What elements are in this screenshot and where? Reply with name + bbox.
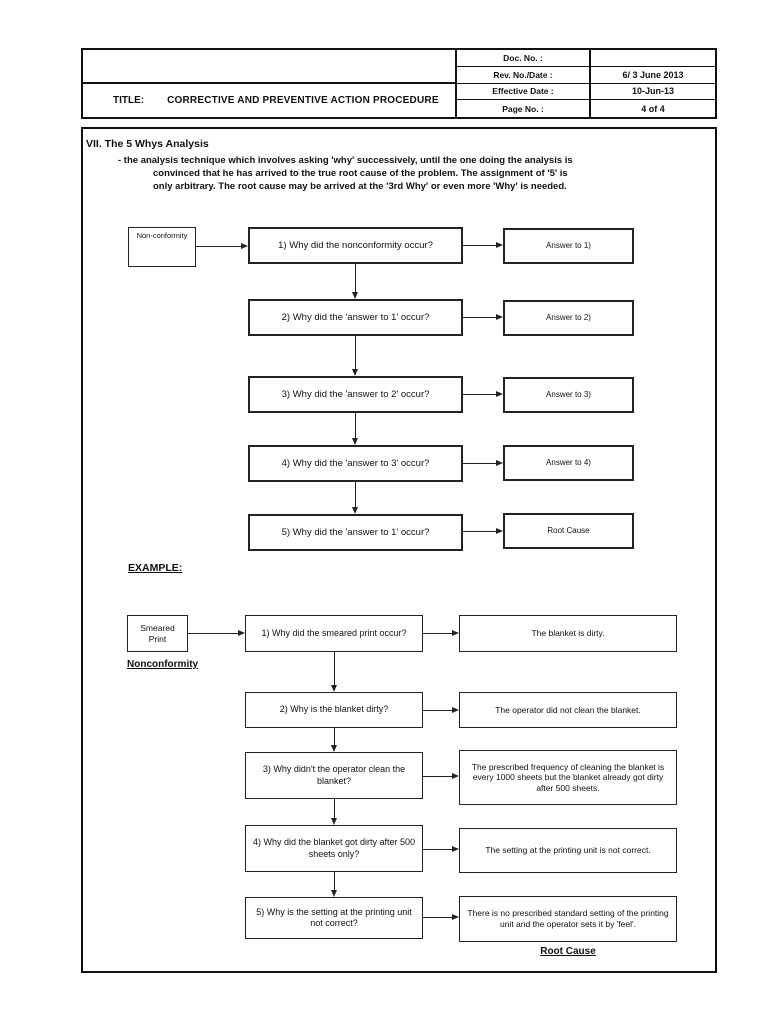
arrow-q3-to-a3 xyxy=(463,391,503,397)
arrow-q1-to-q2 xyxy=(352,264,358,299)
page-no-value: 4 of 4 xyxy=(641,103,665,114)
example-question-box-3: 3) Why didn't the operator clean the bla… xyxy=(245,752,423,799)
arrow-example-q1-to-q2 xyxy=(331,652,337,692)
answer-box-4: Answer to 4) xyxy=(503,445,634,481)
why-question-box-5: 5) Why did the 'answer to 1' occur? xyxy=(248,514,463,551)
root-cause-box: Root Cause xyxy=(503,513,634,549)
arrow-example-q1-to-a1 xyxy=(423,630,459,636)
header-empty-cell xyxy=(83,50,457,84)
effective-date-label: Effective Date : xyxy=(457,83,591,101)
example-question-box-4: 4) Why did the blanket got dirty after 5… xyxy=(245,825,423,872)
why-question-box-4: 4) Why did the 'answer to 3' occur? xyxy=(248,445,463,482)
nonconformity-source-box: Non-conformity xyxy=(128,227,196,267)
title-label: TITLE: xyxy=(113,94,145,106)
arrow-source-to-q1 xyxy=(196,243,248,249)
answer-box-2: Answer to 2) xyxy=(503,300,634,336)
smeared-print-source-box: Smeared Print xyxy=(127,615,188,652)
section-heading: VII. The 5 Whys Analysis xyxy=(86,138,209,150)
arrow-example-q4-to-a4 xyxy=(423,846,459,852)
arrow-example-q2-to-q3 xyxy=(331,728,337,752)
arrow-q4-to-q5 xyxy=(352,482,358,514)
arrow-q3-to-q4 xyxy=(352,413,358,445)
arrow-example-q5-to-a5 xyxy=(423,914,459,920)
example-answer-box-2: The operator did not clean the blanket. xyxy=(459,692,677,728)
example-heading: EXAMPLE: xyxy=(128,562,183,574)
arrow-q1-to-a1 xyxy=(463,242,503,248)
arrow-example-q3-to-a3 xyxy=(423,773,459,779)
nonconformity-caption: Nonconformity xyxy=(127,659,199,670)
example-root-cause-caption: Root Cause xyxy=(540,946,596,957)
why-question-box-2: 2) Why did the 'answer to 1' occur? xyxy=(248,299,463,336)
example-root-cause-answer-box: There is no prescribed standard setting … xyxy=(459,896,677,942)
arrow-example-q3-to-q4 xyxy=(331,799,337,825)
effective-date-value: 10-Jun-13 xyxy=(591,84,715,101)
rev-no-label: Rev. No./Date : xyxy=(457,66,591,84)
example-question-box-5: 5) Why is the setting at the printing un… xyxy=(245,897,423,939)
section-description-line2: convinced that he has arrived to the tru… xyxy=(153,168,568,179)
section-description-line1: - the analysis technique which involves … xyxy=(118,155,573,166)
arrow-q4-to-a4 xyxy=(463,460,503,466)
arrow-example-source-to-q1 xyxy=(188,630,245,636)
arrow-q2-to-q3 xyxy=(352,336,358,376)
example-question-box-2: 2) Why is the blanket dirty? xyxy=(245,692,423,728)
doc-no-label: Doc. No. : xyxy=(457,50,591,67)
example-question-box-1: 1) Why did the smeared print occur? xyxy=(245,615,423,652)
example-answer-box-3: The prescribed frequency of cleaning the… xyxy=(459,750,677,805)
arrow-example-q4-to-q5 xyxy=(331,872,337,897)
why-question-box-1: 1) Why did the nonconformity occur? xyxy=(248,227,463,264)
document-header-table: TITLE: CORRECTIVE AND PREVENTIVE ACTION … xyxy=(81,48,717,119)
arrow-example-q2-to-a2 xyxy=(423,707,459,713)
rev-no-value: 6/ 3 June 2013 xyxy=(591,67,715,84)
answer-box-1: Answer to 1) xyxy=(503,228,634,264)
doc-no-value xyxy=(591,50,715,67)
arrow-q2-to-a2 xyxy=(463,314,503,320)
example-answer-box-4: The setting at the printing unit is not … xyxy=(459,828,677,873)
why-question-box-3: 3) Why did the 'answer to 2' occur? xyxy=(248,376,463,413)
header-title-cell: TITLE: CORRECTIVE AND PREVENTIVE ACTION … xyxy=(83,83,457,117)
answer-box-3: Answer to 3) xyxy=(503,377,634,413)
document-title: CORRECTIVE AND PREVENTIVE ACTION PROCEDU… xyxy=(167,94,439,106)
section-description-line3: only arbitrary. The root cause may be ar… xyxy=(153,181,567,192)
arrow-q5-to-root xyxy=(463,528,503,534)
page-no-label: Page No. : xyxy=(457,100,591,117)
example-answer-box-1: The blanket is dirty. xyxy=(459,615,677,652)
